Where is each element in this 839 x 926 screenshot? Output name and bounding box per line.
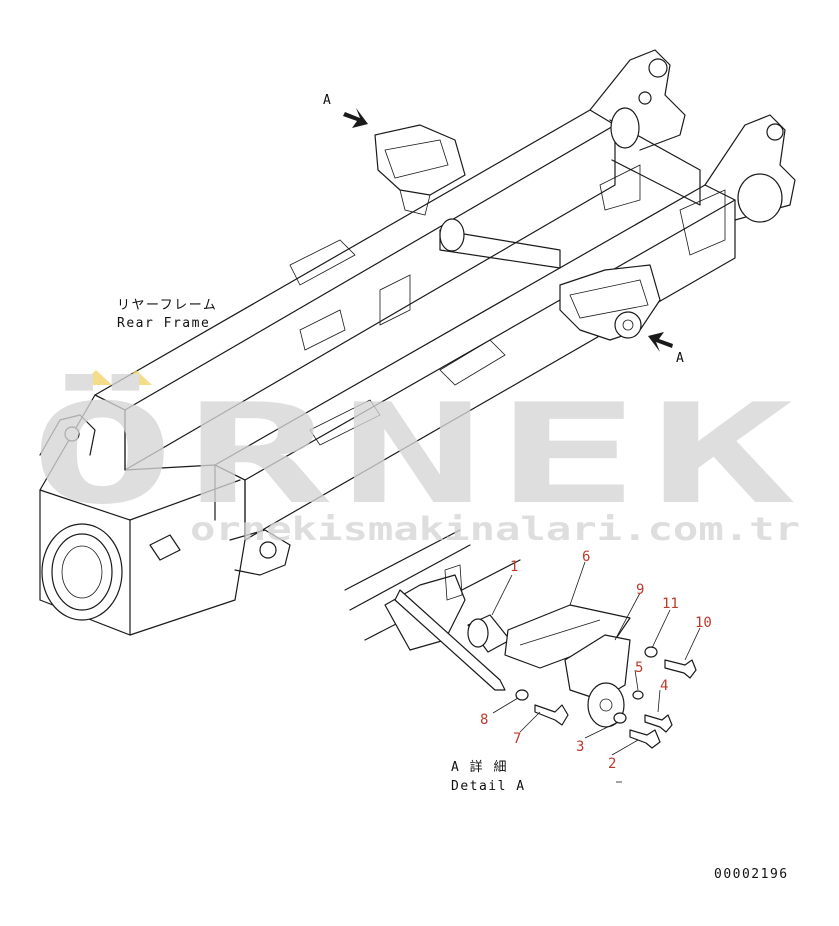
callout-7: 7 (513, 731, 521, 747)
callout-11: 11 (662, 596, 679, 612)
watermark-brand: ÖRNEK (30, 374, 805, 535)
callout-5: 5 (635, 660, 643, 676)
watermark-url: ornekismakinalari.com.tr (190, 510, 800, 548)
part-5-washer (632, 690, 644, 700)
view-marker-top: A (323, 93, 332, 108)
callout-1: 1 (510, 559, 518, 575)
callout-4: 4 (660, 678, 668, 694)
callout-8: 8 (480, 712, 488, 728)
view-arrow-right (648, 332, 673, 352)
part-7-bolt (534, 704, 569, 726)
view-arrow-top (343, 108, 368, 128)
drawing-number: 00002196 (714, 867, 789, 882)
mount-bracket-right (559, 264, 661, 341)
frame-label-en: Rear Frame (117, 316, 210, 331)
callout-10: 10 (695, 615, 712, 631)
part-4-bolt (644, 714, 673, 733)
callout-leaders (491, 561, 701, 756)
part-8-washer (515, 689, 529, 701)
callout-3: 3 (576, 739, 584, 755)
part-10-bolt (664, 659, 697, 679)
callout-6: 6 (582, 549, 590, 565)
rear-frame-body (39, 49, 796, 636)
detail-label-en: Detail A (451, 779, 526, 794)
part-11-washer (644, 646, 658, 658)
view-marker-right: A (676, 351, 685, 366)
part-3-washer (613, 712, 627, 724)
callout-2: 2 (608, 756, 616, 772)
frame-label-jp: リヤーフレーム (117, 298, 217, 313)
callouts: 1 2 3 4 5 6 7 8 9 10 11 (480, 549, 712, 772)
watermark: ÖRNEK ornekismakinalari.com.tr (30, 370, 805, 548)
detail-a-view (344, 529, 697, 749)
callout-9: 9 (636, 582, 644, 598)
part-9-mount (564, 634, 631, 701)
mount-bracket-upper (374, 124, 466, 216)
part-2-bolt (629, 729, 661, 749)
detail-label-jp: A 詳 細 (451, 759, 508, 775)
